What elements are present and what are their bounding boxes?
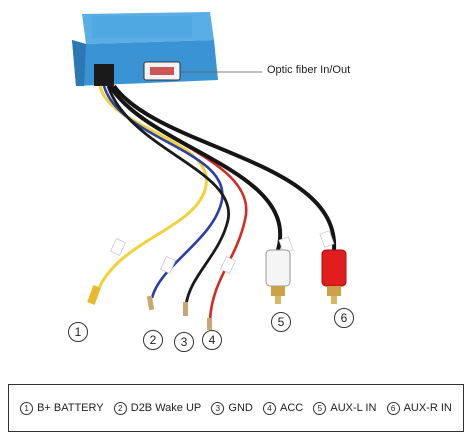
wire-legend: 1 B+ BATTERY 2 D2B Wake UP 3 GND 4 ACC 5… bbox=[8, 384, 464, 432]
wire-connector bbox=[94, 64, 114, 86]
adapter-diagram bbox=[72, 12, 347, 330]
legend-number: 2 bbox=[113, 401, 127, 415]
cable-aux-r bbox=[112, 84, 337, 251]
legend-item-b-battery: 1 B+ BATTERY bbox=[20, 401, 104, 415]
legend-item-acc: 4 ACC bbox=[263, 401, 304, 415]
legend-number: 5 bbox=[313, 401, 327, 415]
wire-number-1: 1 bbox=[68, 322, 88, 342]
optic-fiber-callout: Optic fiber In/Out bbox=[267, 64, 351, 76]
wire-acc-tip bbox=[207, 318, 212, 330]
wire-number-3: 3 bbox=[174, 332, 194, 352]
cable-aux-l bbox=[108, 84, 283, 251]
wire-number-4: 4 bbox=[202, 330, 222, 350]
legend-number: 1 bbox=[20, 401, 34, 415]
legend-label: B+ BATTERY bbox=[37, 402, 104, 414]
wire-number-5: 5 bbox=[271, 312, 291, 332]
wire-number-6: 6 bbox=[334, 308, 354, 328]
legend-number: 3 bbox=[211, 401, 225, 415]
legend-number: 6 bbox=[386, 401, 400, 415]
wire-gnd-tip bbox=[183, 302, 188, 316]
legend-item-aux-l-in: 5 AUX-L IN bbox=[313, 401, 377, 415]
rca-connector-red bbox=[321, 249, 347, 304]
legend-label: GND bbox=[228, 402, 253, 414]
legend-label: AUX-R IN bbox=[403, 402, 452, 414]
wire-number-2: 2 bbox=[143, 330, 163, 350]
optic-fiber-port bbox=[143, 61, 181, 81]
legend-number: 4 bbox=[263, 401, 276, 415]
legend-label: ACC bbox=[280, 402, 304, 414]
legend-item-aux-r-in: 6 AUX-R IN bbox=[386, 401, 452, 415]
legend-label: AUX-L IN bbox=[330, 402, 377, 414]
wire-gnd bbox=[106, 85, 230, 306]
wire-b-battery-tip bbox=[87, 285, 101, 305]
wire-d2b-tip bbox=[146, 295, 155, 311]
legend-label: D2B Wake UP bbox=[130, 402, 202, 414]
legend-item-d2b-wake-up: 2 D2B Wake UP bbox=[113, 401, 202, 415]
rca-connector-white bbox=[265, 249, 291, 304]
legend-item-gnd: 3 GND bbox=[211, 401, 253, 415]
